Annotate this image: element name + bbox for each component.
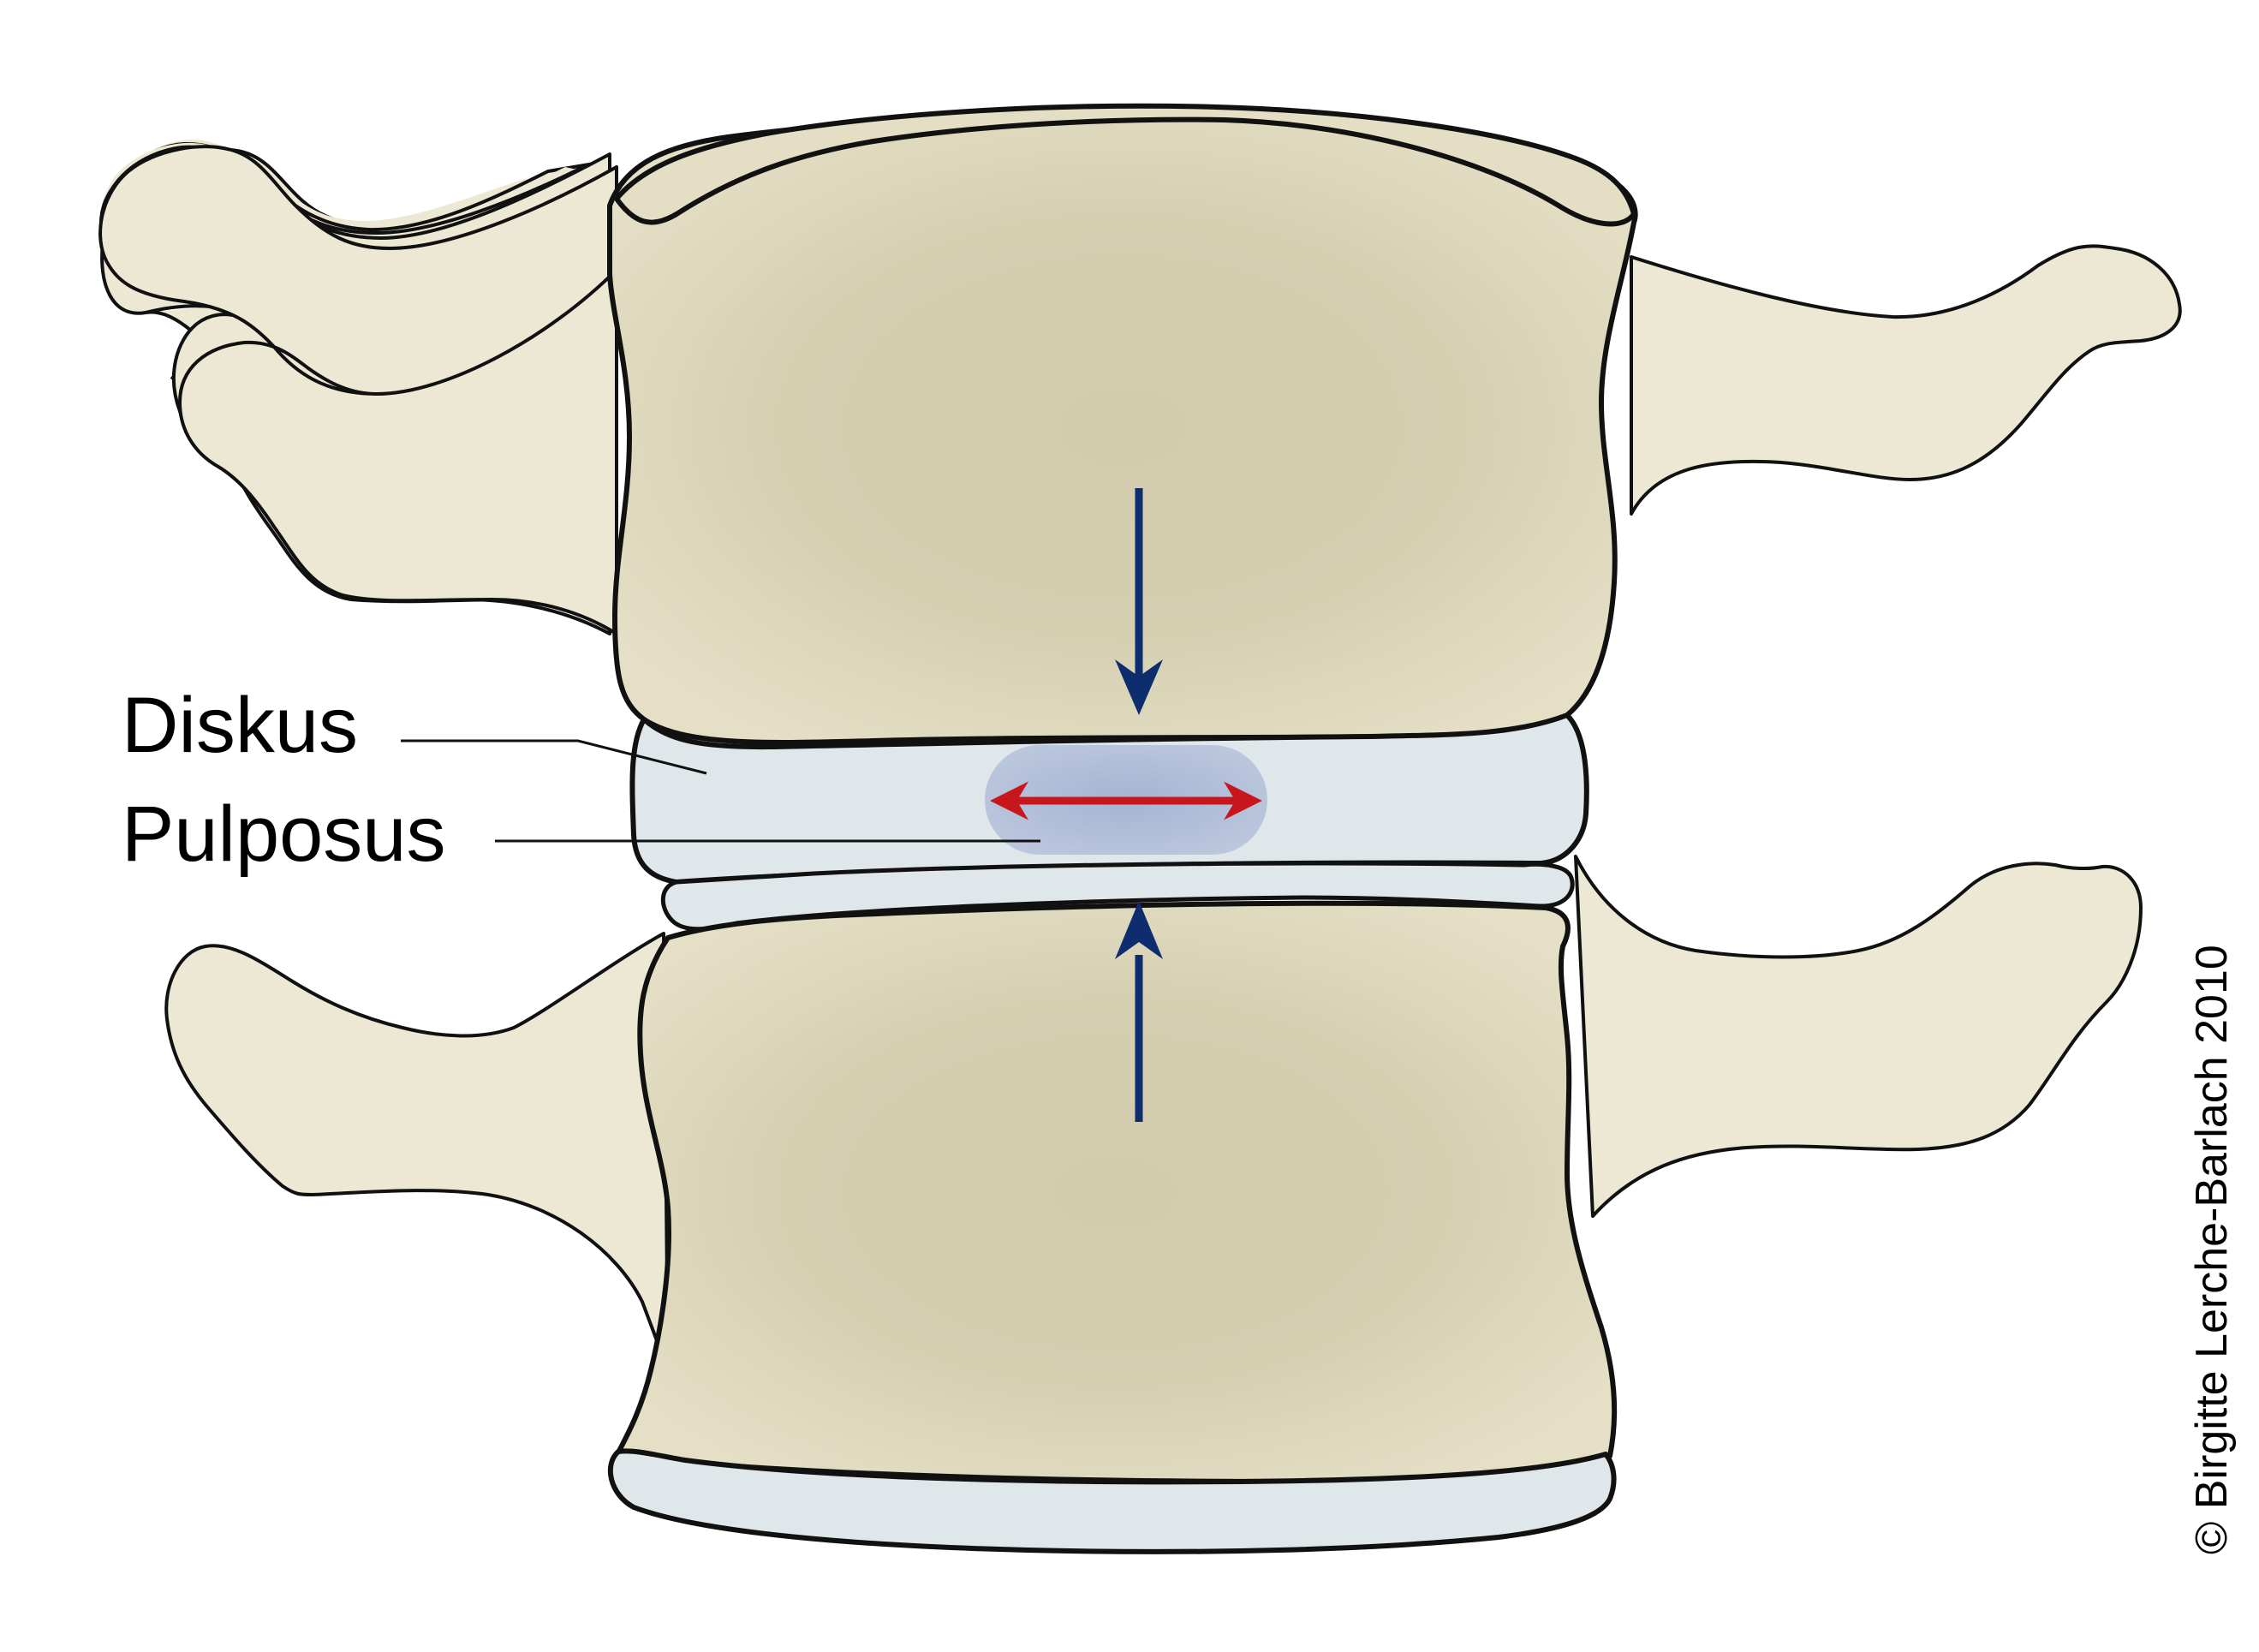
disc-label: Diskus bbox=[122, 682, 358, 769]
process-upper-left bbox=[98, 145, 618, 635]
disc-leader-line bbox=[401, 739, 707, 775]
processes-final bbox=[98, 145, 618, 635]
lower-vertebra-endplate bbox=[607, 1448, 1617, 1554]
compression-arrow-bottom bbox=[1115, 901, 1163, 1122]
copyright-text: © Birgitte Lerche-Barlach 2010 bbox=[2187, 945, 2237, 1554]
upper-vertebra-endplate bbox=[614, 103, 1636, 227]
process-upper-right bbox=[1630, 244, 2182, 516]
nucleus-label: Pulposus bbox=[122, 790, 445, 878]
process-lower-right bbox=[1574, 855, 2143, 1218]
upper-vertebra-body bbox=[607, 109, 1638, 745]
compression-arrow-top bbox=[1115, 488, 1163, 715]
lower-vertebra-body bbox=[614, 900, 1618, 1484]
process-lower-left bbox=[164, 932, 670, 1372]
